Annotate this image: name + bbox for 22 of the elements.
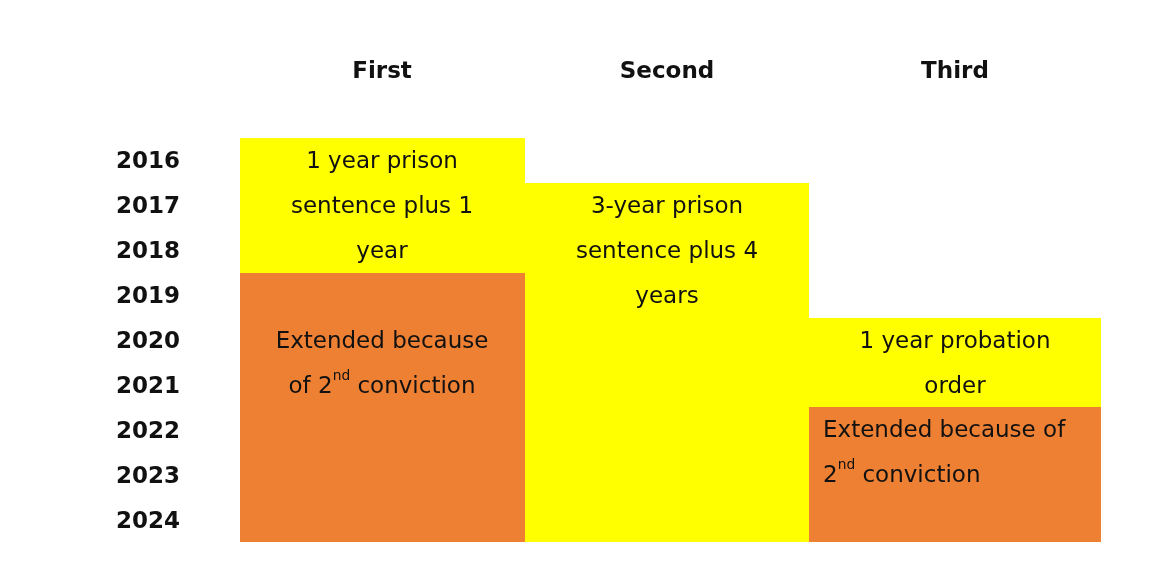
column-heading: Second (618, 56, 716, 85)
year-label: 2021 (115, 371, 180, 400)
period-text: Extended because of 2$^{nd}$ conviction (274, 326, 490, 400)
year-label: 2023 (115, 461, 180, 490)
column-heading: Third (920, 56, 990, 85)
period-block (240, 138, 525, 273)
year-label: 2018 (115, 236, 180, 265)
year-label: 2024 (115, 506, 180, 535)
period-block (809, 318, 1101, 407)
period-text: 1 year prison sentence plus 1 year (289, 146, 475, 265)
column-heading: First (351, 56, 413, 85)
year-label: 2016 (115, 146, 180, 175)
year-label: 2022 (115, 416, 180, 445)
year-label: 2020 (115, 326, 180, 355)
period-text: 1 year probation order (858, 326, 1052, 400)
period-text: 3-year prison sentence plus 4 years (574, 191, 760, 310)
period-text: Extended because of 2$^{nd}$ conviction (823, 415, 1067, 489)
period-block (240, 273, 525, 542)
year-label: 2019 (115, 281, 180, 310)
period-block (809, 407, 1101, 542)
year-label: 2017 (115, 191, 180, 220)
period-block (525, 183, 809, 542)
